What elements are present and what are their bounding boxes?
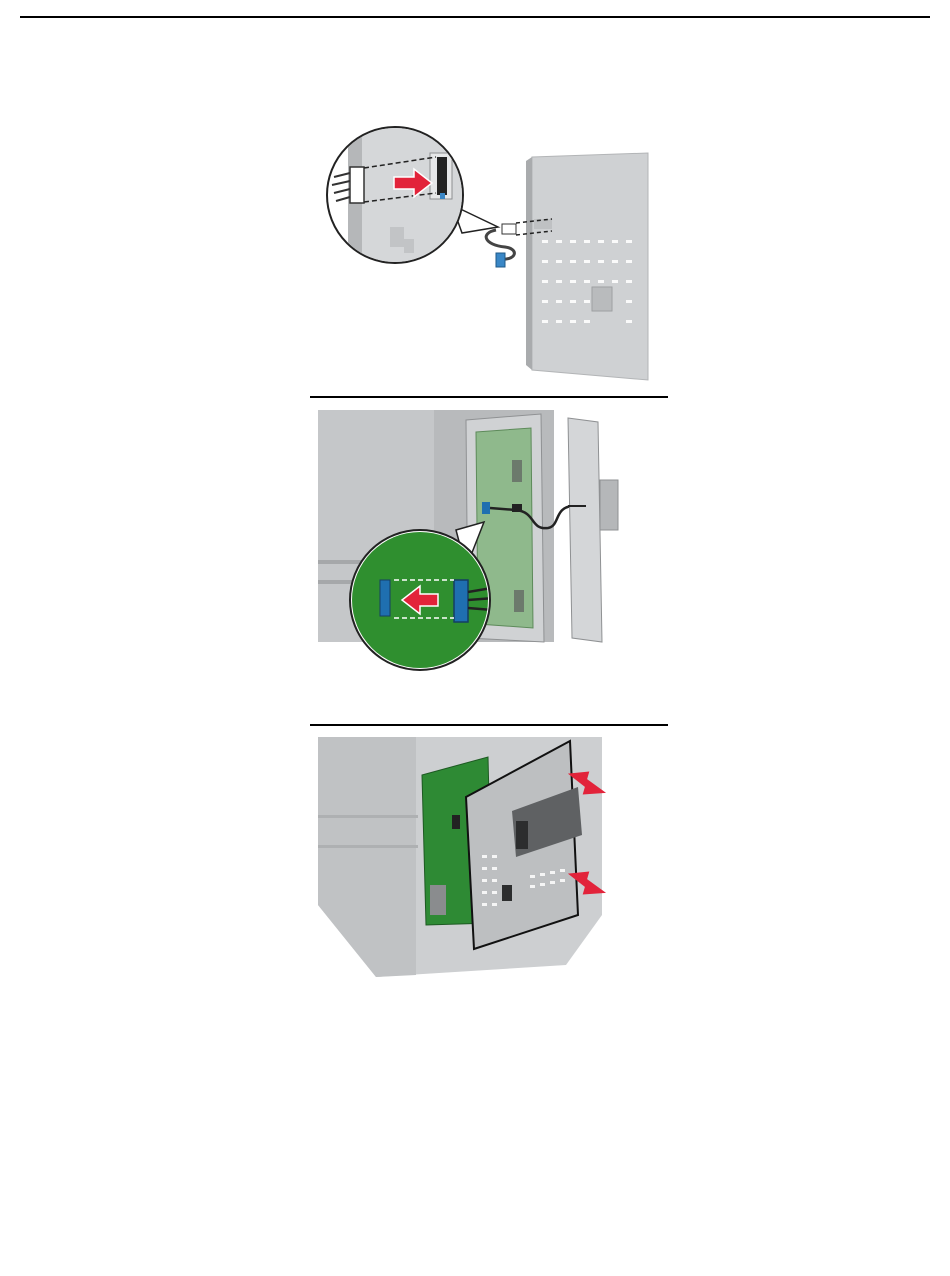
separator-1 [310,396,668,398]
cover-plate [568,418,618,642]
header-rule [20,16,930,18]
separator-2 [310,724,668,726]
figure-step-1 [320,115,660,385]
cover-plate [526,153,648,380]
zoom-callout [327,120,498,270]
figure-step-3 [316,735,616,983]
figure-step-2 [316,410,656,675]
